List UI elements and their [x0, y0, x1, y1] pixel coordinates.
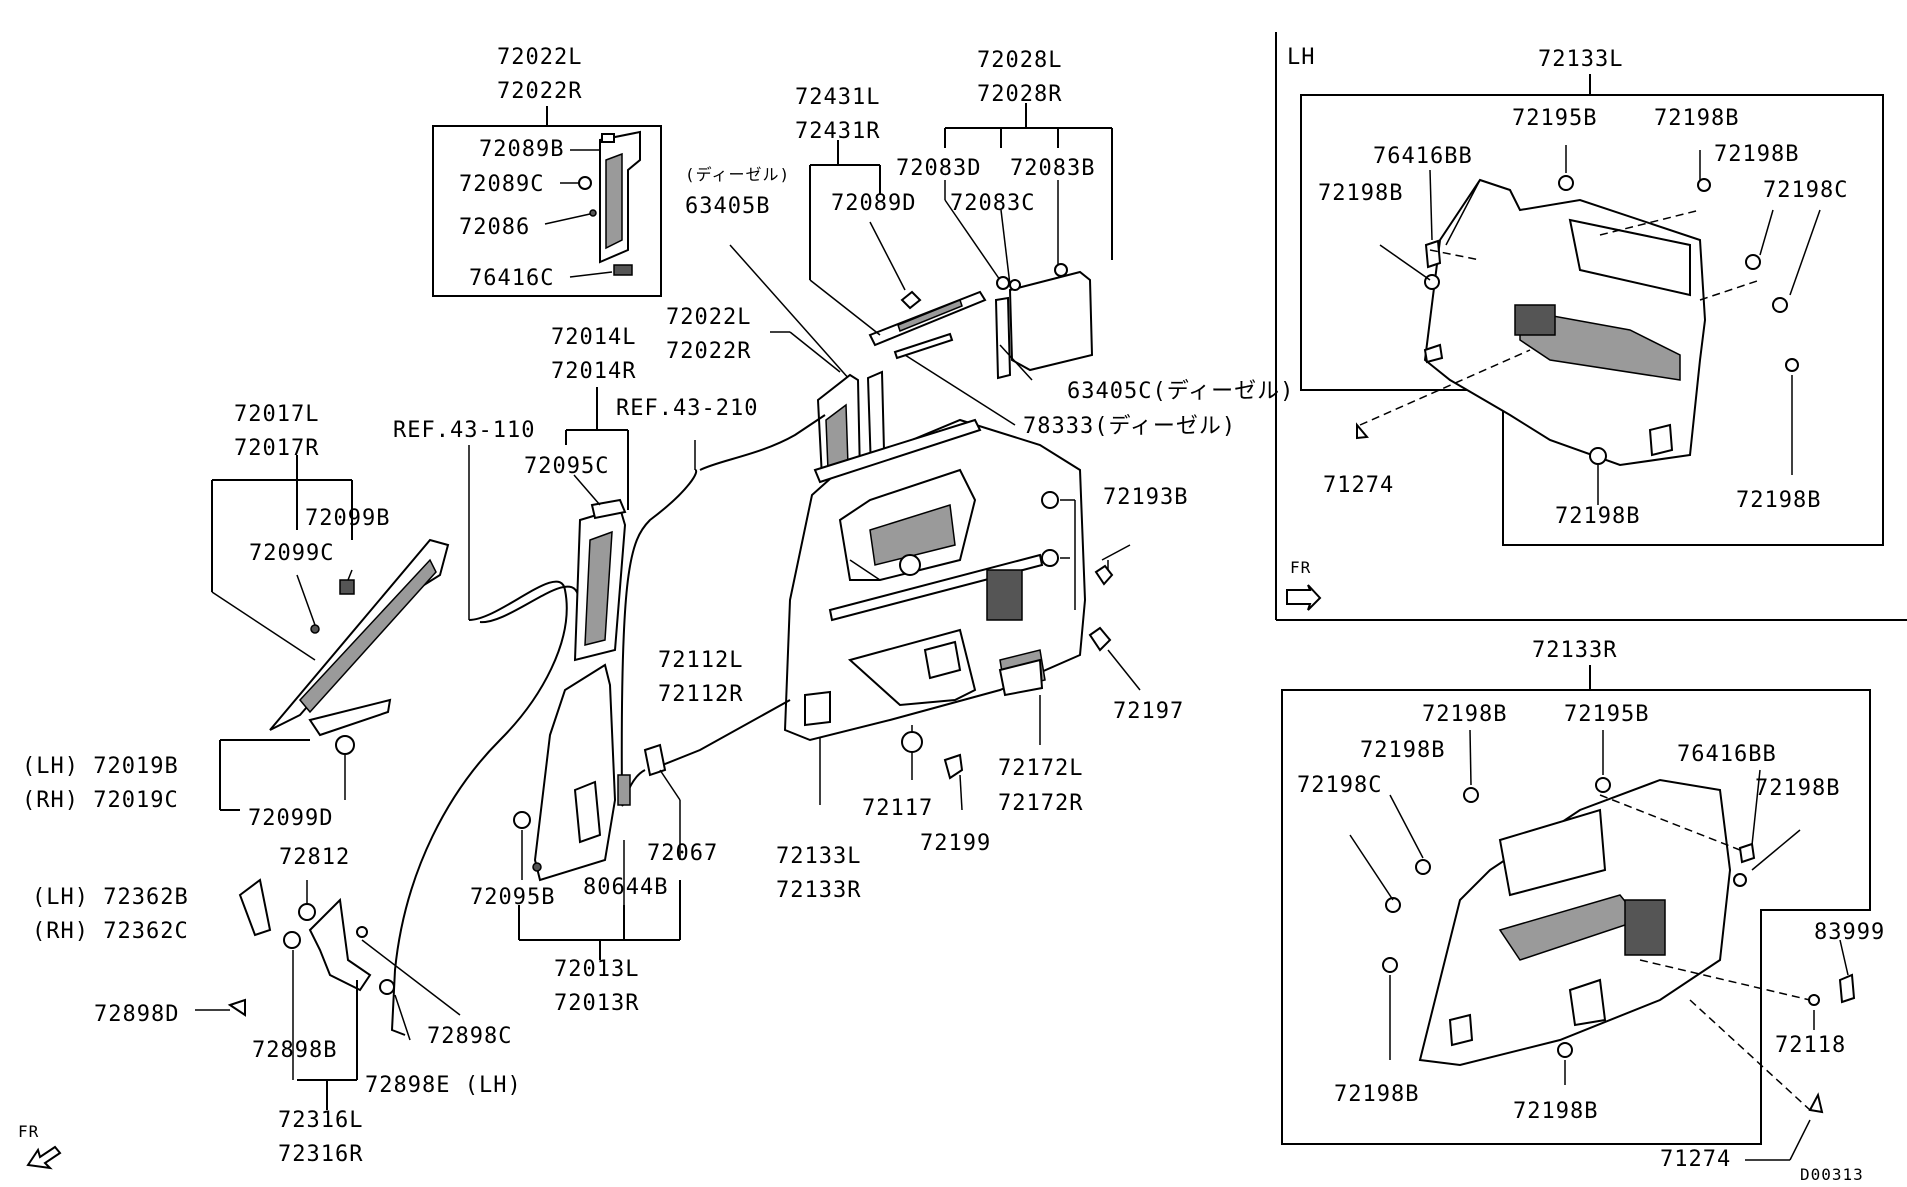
label-72089B: 72089B [479, 137, 565, 162]
label-rh-72198B-2: 72198B [1360, 738, 1446, 763]
label-72083D: 72083D [896, 156, 982, 181]
assembly-72431 [809, 140, 1033, 426]
label-72316L: 72316L [278, 1108, 364, 1133]
diagram-code: D00313 [1800, 1165, 1864, 1184]
label-72022R-upper: 72022R [497, 79, 583, 104]
label-rh-72362C: (RH) 72362C [32, 919, 189, 944]
label-76416C: 76416C [469, 266, 555, 291]
label-63405C: 63405C(ディーゼル) [1067, 379, 1295, 404]
label-72086: 72086 [459, 215, 531, 240]
label-lh-72195B: 72195B [1512, 106, 1598, 131]
label-72083B: 72083B [1010, 156, 1096, 181]
label-72197: 72197 [1113, 699, 1185, 724]
label-72014L: 72014L [551, 325, 637, 350]
label-rh-71274: 71274 [1660, 1147, 1732, 1172]
label-diesel-note: (ディーゼル) [685, 165, 791, 184]
label-80644B: 80644B [583, 875, 669, 900]
label-72099C: 72099C [249, 541, 335, 566]
label-72117: 72117 [862, 796, 934, 821]
label-72017L: 72017L [234, 402, 320, 427]
label-rh-72198B-4: 72198B [1334, 1082, 1420, 1107]
label-ref-43-110: REF.43-110 [393, 418, 536, 443]
label-72172R: 72172R [998, 791, 1084, 816]
label-63405B: 63405B [685, 194, 771, 219]
label-lh-72362B: (LH) 72362B [32, 885, 189, 910]
label-72022R-lower: 72022R [666, 339, 752, 364]
label-rh-72019C: (RH) 72019C [22, 788, 179, 813]
label-ref-43-210: REF.43-210 [616, 396, 759, 421]
label-rh-72198C: 72198C [1297, 773, 1383, 798]
label-lh-72133L: 72133L [1538, 47, 1624, 72]
rh-detail-box [1281, 665, 1871, 1161]
label-fr-main: FR [18, 1122, 40, 1141]
label-lh-72198B-2: 72198B [1714, 142, 1800, 167]
label-lh-72198B-3: 72198B [1318, 181, 1404, 206]
label-72089D: 72089D [831, 191, 917, 216]
label-72812: 72812 [279, 845, 351, 870]
label-72316R: 72316R [278, 1142, 364, 1167]
label-rh-72198B-3: 72198B [1755, 776, 1841, 801]
label-lh-72198C: 72198C [1763, 178, 1849, 203]
label-72112R: 72112R [658, 682, 744, 707]
label-72014R: 72014R [551, 359, 637, 384]
label-78333: 78333(ディーゼル) [1023, 414, 1237, 439]
label-72089C: 72089C [459, 172, 545, 197]
label-lh-box: LH [1287, 45, 1316, 70]
fr-arrow-icon [26, 1145, 62, 1170]
label-72022L-upper: 72022L [497, 45, 583, 70]
label-72013L: 72013L [554, 957, 640, 982]
label-lh-72019B: (LH) 72019B [22, 754, 179, 779]
label-72022L-lower: 72022L [666, 305, 752, 330]
main-leaders [819, 544, 1141, 811]
label-72028R: 72028R [977, 82, 1063, 107]
label-72898C: 72898C [427, 1024, 513, 1049]
lh-detail-box [1275, 32, 1907, 621]
pillar-72017 [211, 455, 450, 811]
label-72898B: 72898B [252, 1038, 338, 1063]
label-72898D: 72898D [94, 1002, 180, 1027]
assembly-72028 [944, 103, 1113, 380]
label-72083C: 72083C [950, 191, 1036, 216]
label-72095C: 72095C [524, 454, 610, 479]
label-72013R: 72013R [554, 991, 640, 1016]
label-72199: 72199 [920, 831, 992, 856]
label-lh-71274: 71274 [1323, 473, 1395, 498]
label-72431R: 72431R [795, 119, 881, 144]
label-rh-72118: 72118 [1775, 1033, 1847, 1058]
label-72099D: 72099D [248, 806, 334, 831]
label-rh-72198B-1: 72198B [1422, 702, 1508, 727]
label-rh-72198B-5: 72198B [1513, 1099, 1599, 1124]
label-72067: 72067 [647, 841, 719, 866]
label-lh-fr: FR [1290, 558, 1312, 577]
label-72193B: 72193B [1103, 485, 1189, 510]
label-72133L-main: 72133L [776, 844, 862, 869]
label-rh-72133R: 72133R [1532, 638, 1618, 663]
label-72099B: 72099B [305, 506, 391, 531]
label-72095B: 72095B [470, 885, 556, 910]
pillar-72014 [565, 387, 629, 662]
label-lh-76416BB: 76416BB [1373, 144, 1473, 169]
label-rh-76416BB: 76416BB [1677, 742, 1777, 767]
label-lh-72198B-1: 72198B [1654, 106, 1740, 131]
label-lh-72198B-5: 72198B [1736, 488, 1822, 513]
label-72172L: 72172L [998, 756, 1084, 781]
label-lh-72198B-4: 72198B [1555, 504, 1641, 529]
bracket-72316 [195, 878, 461, 1110]
label-72431L: 72431L [795, 85, 881, 110]
label-72133R-main: 72133R [776, 878, 862, 903]
label-rh-83999: 83999 [1814, 920, 1886, 945]
quarter-trim-panel [783, 418, 1087, 742]
label-72112L: 72112L [658, 648, 744, 673]
label-72017R: 72017R [234, 436, 320, 461]
pillar-72013 [513, 663, 681, 960]
label-rh-72195B: 72195B [1564, 702, 1650, 727]
label-72898E-lh: 72898E (LH) [365, 1073, 522, 1098]
box-72022-upper [432, 106, 662, 297]
label-72028L: 72028L [977, 48, 1063, 73]
